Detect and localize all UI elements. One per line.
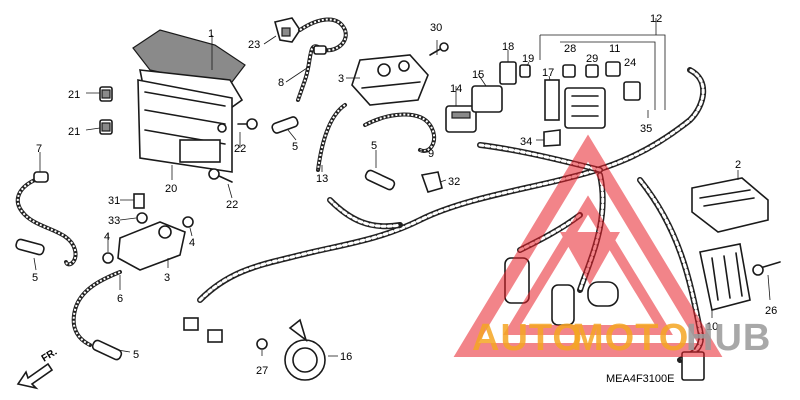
callout-18: 18: [502, 41, 514, 53]
horn-part-16[interactable]: [284, 318, 326, 381]
callout-21a: 21: [68, 89, 80, 101]
cable-part-7[interactable]: [15, 171, 78, 267]
fuse-box-part-17[interactable]: [544, 79, 560, 121]
starter-relay-part-3a[interactable]: [351, 54, 429, 106]
callout-1: 1: [208, 28, 214, 40]
callout-22b: 22: [226, 199, 238, 211]
callout-24: 24: [624, 57, 636, 69]
callout-28: 28: [564, 43, 576, 55]
callout-6: 6: [117, 293, 123, 305]
callout-14: 14: [450, 83, 462, 95]
front-direction-arrow-icon: FR.: [16, 347, 60, 390]
callout-22a: 22: [234, 143, 246, 155]
rectifier-cover-part-2[interactable]: [691, 177, 769, 233]
callout-31: 31: [108, 195, 120, 207]
relay-connector-part-11[interactable]: [605, 61, 621, 77]
capacitor-right[interactable]: [587, 281, 619, 307]
front-label: FR.: [40, 347, 60, 365]
rubber-mount-21b[interactable]: [99, 119, 113, 135]
callout-4b: 4: [189, 237, 195, 249]
callout-17: 17: [542, 67, 554, 79]
watermark-logo-icon: [453, 134, 723, 357]
clip-part-32[interactable]: [420, 171, 443, 193]
bolt-22a[interactable]: [237, 118, 258, 130]
relay-part-15[interactable]: [471, 85, 503, 113]
regulator-rectifier-part-10[interactable]: [699, 243, 751, 311]
bolt-22b[interactable]: [208, 168, 233, 183]
callout-12: 12: [650, 13, 662, 25]
relay-part-18[interactable]: [499, 61, 517, 85]
callout-15: 15: [472, 69, 484, 81]
boot-part-5c[interactable]: [15, 238, 45, 256]
diagram-code: MEA4F3100E: [606, 373, 674, 385]
clip-part-23[interactable]: [274, 17, 301, 43]
rubber-mount-21a[interactable]: [99, 86, 113, 102]
watermark-text-hub: HUB: [686, 317, 771, 359]
callout-29: 29: [586, 53, 598, 65]
callout-9: 9: [428, 148, 434, 160]
callout-13: 13: [316, 173, 328, 185]
callout-3a: 3: [338, 73, 344, 85]
callout-33: 33: [108, 215, 120, 227]
bolt-part-27[interactable]: [256, 338, 268, 350]
cable-part-13[interactable]: [316, 103, 347, 172]
watermark-text: AUTO MOTO HUB: [472, 317, 771, 359]
relay-connector-part-24[interactable]: [623, 81, 641, 101]
callout-34: 34: [520, 136, 532, 148]
nut-part-4b[interactable]: [182, 216, 194, 228]
boot-part-5a[interactable]: [271, 116, 299, 134]
washer-part-33[interactable]: [136, 212, 148, 224]
cable-part-9[interactable]: [363, 112, 437, 153]
callout-5d: 5: [133, 349, 139, 361]
boot-part-5d[interactable]: [91, 339, 123, 361]
callout-4a: 4: [104, 231, 110, 243]
watermark-text-auto: AUTO: [472, 317, 583, 359]
boot-part-5b[interactable]: [364, 169, 396, 191]
bracket-part-34[interactable]: [543, 129, 561, 147]
callout-3b: 3: [164, 272, 170, 284]
bolt-part-31[interactable]: [133, 193, 145, 209]
callout-5b: 5: [371, 140, 377, 152]
cable-part-6[interactable]: [71, 270, 122, 347]
callout-11: 11: [609, 43, 620, 55]
relay-connector-part-29[interactable]: [585, 64, 599, 78]
callout-5a: 5: [292, 141, 298, 153]
callout-7: 7: [36, 143, 42, 155]
callout-8: 8: [278, 77, 284, 89]
callout-2: 2: [735, 159, 741, 171]
ecu-unit-part-20[interactable]: [137, 79, 233, 173]
callout-10: 10: [706, 321, 718, 333]
callout-32: 32: [448, 176, 460, 188]
leader-lines: [33, 18, 771, 357]
callout-19: 19: [522, 53, 534, 65]
clip-part-19[interactable]: [519, 64, 531, 78]
callout-27: 27: [256, 365, 268, 377]
relay-connector-part-28[interactable]: [562, 64, 576, 78]
callout-23: 23: [248, 39, 260, 51]
nut-part-4a[interactable]: [102, 252, 114, 264]
callout-numbers: 1 2 3 3 4 4 5 5 5 5 6 7 8 9 10 11 12 13 …: [32, 13, 777, 377]
callout-21b: 21: [68, 126, 80, 138]
callout-20: 20: [165, 183, 177, 195]
bolt-part-30[interactable]: [429, 42, 449, 56]
callout-16: 16: [340, 351, 352, 363]
bolt-part-26[interactable]: [752, 261, 781, 276]
relay-part-14[interactable]: [445, 105, 477, 133]
harness-connector-plug-left[interactable]: [183, 317, 223, 343]
callout-30: 30: [430, 22, 442, 34]
main-fuse-block-part-35[interactable]: [564, 87, 606, 129]
callout-26: 26: [765, 305, 777, 317]
watermark-text-moto: MOTO: [572, 317, 689, 359]
callout-5c: 5: [32, 272, 38, 284]
bracket-group-12: [539, 34, 666, 110]
callout-35: 35: [640, 123, 652, 135]
cable-part-8[interactable]: [296, 17, 348, 102]
starter-solenoid-part-3b[interactable]: [117, 221, 186, 271]
